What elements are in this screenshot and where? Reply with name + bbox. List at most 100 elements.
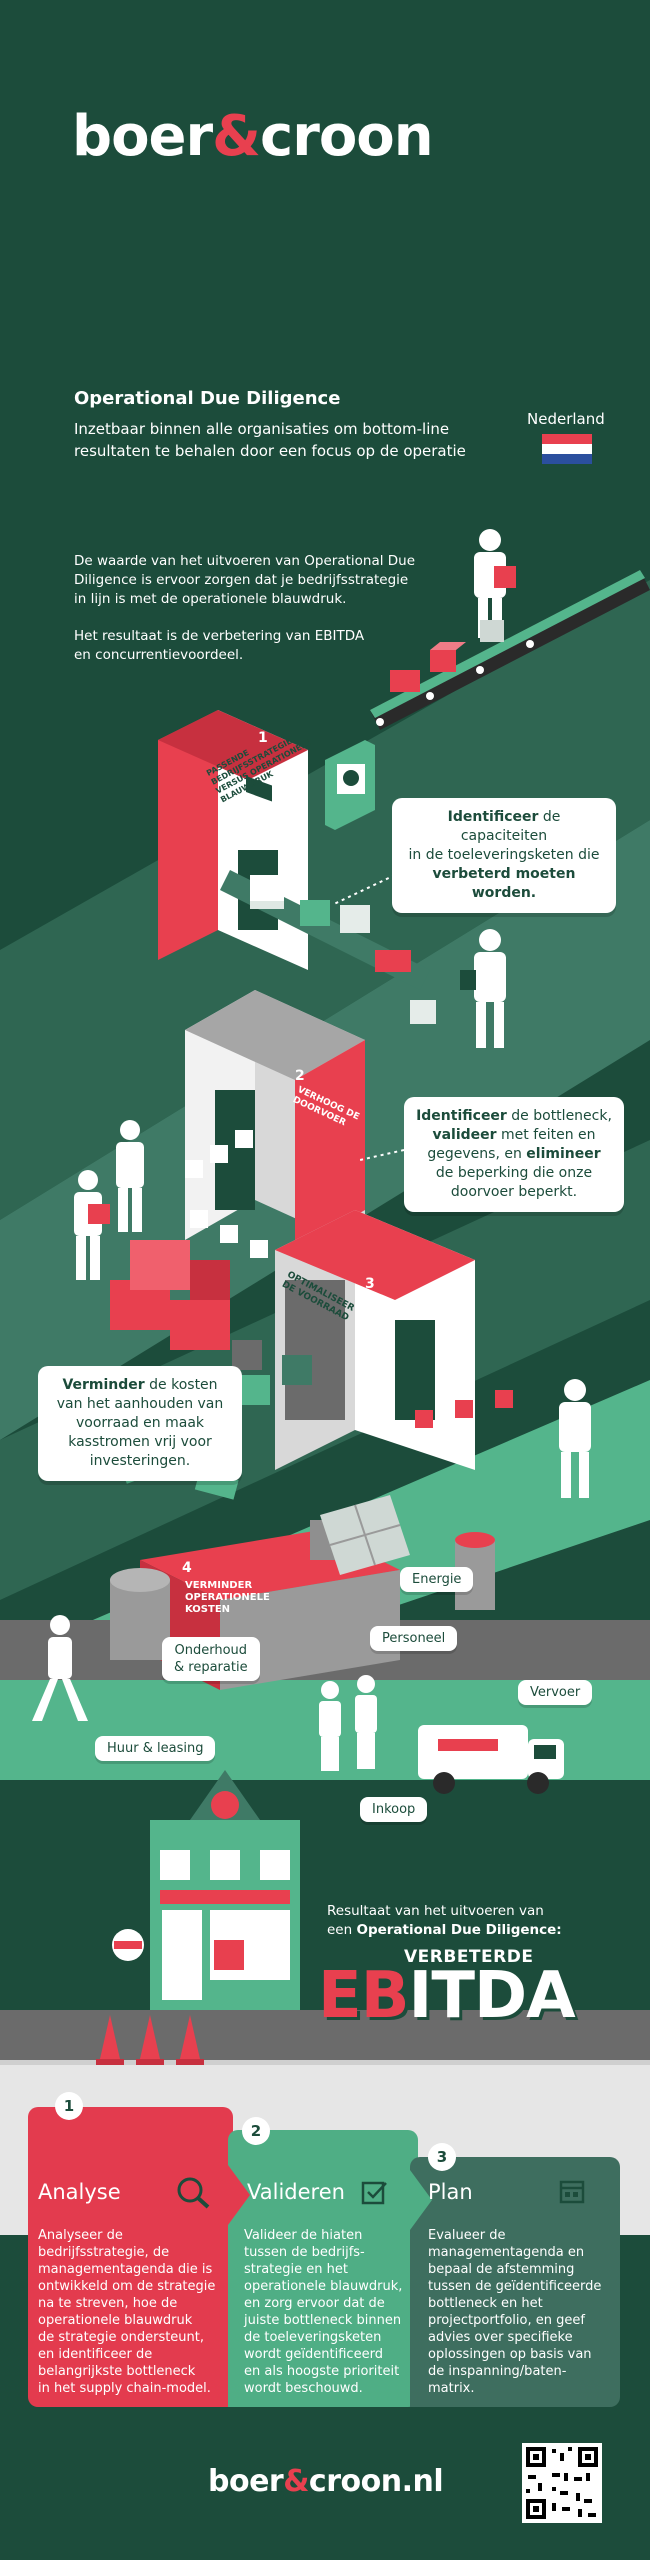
page-subtitle: Inzetbaar binnen alle organisaties om bo…	[74, 418, 466, 462]
worker-figure	[460, 929, 506, 1048]
brand-sign-icon	[112, 1929, 144, 1961]
conveyor-belt	[370, 570, 650, 730]
callout-text: doorvoer beperkt.	[450, 1184, 578, 1200]
step-body-line: in het supply chain-model.	[38, 2381, 211, 2396]
callout-bold: Identificeer	[416, 1108, 507, 1124]
step-body-line: en zorg ervoor dat de	[244, 2296, 385, 2311]
footer-logo-link[interactable]: boer&croon.nl	[208, 2464, 444, 2499]
callout-text: gegevens, en	[427, 1146, 527, 1162]
step-card-analyse	[28, 2107, 233, 2407]
step-number: 3	[428, 2143, 456, 2171]
brand-word-croon: croon	[260, 104, 434, 169]
step-card-arrow	[410, 2170, 432, 2230]
step-body-line: en identificeer de	[38, 2347, 153, 2362]
walking-person	[32, 1615, 88, 1721]
step-number: 2	[242, 2117, 270, 2145]
callout-text: van het aanhouden van	[56, 1396, 224, 1412]
callout-text: kasstromen vrij voor	[68, 1434, 212, 1450]
country-label: Nederland	[527, 410, 605, 428]
result-line: Resultaat van het uitvoeren van	[327, 1903, 544, 1919]
step-body-line: wordt beschouwd.	[244, 2381, 363, 2396]
result-caption: Resultaat van het uitvoeren van een Oper…	[327, 1902, 562, 1940]
result-eb: EB	[318, 1959, 409, 2033]
package-box	[455, 1400, 473, 1418]
cost-label-line: Onderhoud	[174, 1643, 248, 1658]
step-body-line: Evalueer de	[428, 2228, 506, 2243]
cost-label-onderhoud: Onderhoud & reparatie	[162, 1637, 260, 1681]
step-body-line: bottleneck en het	[428, 2296, 543, 2311]
cost-label-vervoer: Vervoer	[518, 1680, 593, 1705]
delivery-van-icon	[418, 1725, 564, 1794]
subtitle-line: resultaten te behalen door een focus op …	[74, 442, 466, 460]
package-box	[220, 1225, 238, 1243]
step-number: 1	[55, 2092, 83, 2120]
callout-identify-capabilities: Identificeer de capaciteiten in de toele…	[392, 798, 616, 913]
qr-code-icon[interactable]	[522, 2443, 602, 2523]
step-title: Valideren	[247, 2180, 345, 2204]
step-body-line: managementagenda die is	[38, 2262, 213, 2277]
step-body-line: operationele blauwdruk	[38, 2313, 193, 2328]
callout-bold: Verminder	[62, 1377, 145, 1393]
subtitle-line: Inzetbaar binnen alle organisaties om bo…	[74, 420, 450, 438]
result-bold: Operational Due Diligence:	[356, 1922, 562, 1938]
callout-bold: Identificeer	[447, 809, 539, 825]
callout-text: de bottleneck,	[506, 1108, 612, 1124]
package-box	[190, 1210, 208, 1228]
step-body-line: bedrijfsstrategie, de	[38, 2245, 170, 2260]
step-card-valideren	[228, 2130, 418, 2407]
machine-2	[185, 990, 365, 1250]
callout-reduce-costs: Verminder de kosten van het aanhouden va…	[38, 1366, 242, 1481]
callout-text: de capaciteiten	[460, 809, 561, 844]
machine-number: 3	[365, 1276, 375, 1292]
package-box	[282, 1355, 312, 1385]
step-body-line: operationele blauwdruk,	[244, 2279, 403, 2294]
monitor-icon	[325, 740, 375, 830]
calendar-icon	[559, 2180, 585, 2204]
magnifier-pulse-icon	[177, 2177, 210, 2209]
storage-tank	[110, 1568, 170, 1660]
step-body-line: juiste bottleneck binnen	[244, 2313, 402, 2328]
cost-label-line: & reparatie	[174, 1660, 248, 1675]
step-body-line: en als hoogste prioriteit	[244, 2364, 400, 2379]
connector-line	[359, 1149, 405, 1161]
package-box	[185, 1160, 203, 1178]
footer-ampersand: &	[283, 2464, 309, 2499]
step-body-line: belangrijkste bottleneck	[38, 2364, 196, 2379]
step-body-line: ontwikkeld om de strategie	[38, 2279, 216, 2294]
brand-logo[interactable]: boer&croon	[72, 104, 434, 169]
shop-building	[150, 1770, 300, 2010]
result-verbeterde: VERBETERDE	[404, 1947, 534, 1967]
step-body-line: tussen de geïdentificeerde	[428, 2279, 602, 2294]
step-body-line: advies over specifieke	[428, 2330, 573, 2345]
intro-line: in lijn is met de operationele blauwdruk…	[74, 591, 347, 607]
intro-text: De waarde van het uitvoeren van Operatio…	[74, 552, 415, 665]
callout-text: investeringen.	[89, 1453, 191, 1469]
worker-figure	[116, 1120, 144, 1232]
machine-number: 2	[295, 1068, 305, 1084]
package-box	[210, 1145, 228, 1163]
package-box	[390, 670, 420, 692]
cost-label-energie: Energie	[400, 1567, 474, 1592]
connector-line	[331, 874, 396, 906]
dutch-flag-icon	[542, 434, 592, 464]
brand-word-boer: boer	[72, 104, 213, 169]
result-line: een	[327, 1922, 357, 1938]
step-card-plan	[410, 2157, 620, 2407]
traffic-cone-icon	[136, 2015, 164, 2065]
intro-line: Het resultaat is de verbetering van EBIT…	[74, 628, 365, 644]
step-body-line: de strategie ondersteunt,	[38, 2330, 205, 2345]
step-body-line: de toeleveringsketen	[244, 2330, 382, 2345]
step-body-line: na te streven, hoe de	[38, 2296, 178, 2311]
step-body-line: projectportfolio, en geef	[428, 2313, 585, 2328]
checkbox-icon	[361, 2181, 387, 2205]
machine-3	[275, 1210, 475, 1470]
intro-line: Diligence is ervoor zorgen dat je bedrij…	[74, 572, 409, 588]
cost-label-personeel: Personeel	[370, 1626, 458, 1651]
footer-word-boer: boer	[208, 2464, 284, 2499]
machine-1	[158, 710, 308, 970]
step-body-line: wordt geïdentificeerd	[244, 2347, 383, 2362]
